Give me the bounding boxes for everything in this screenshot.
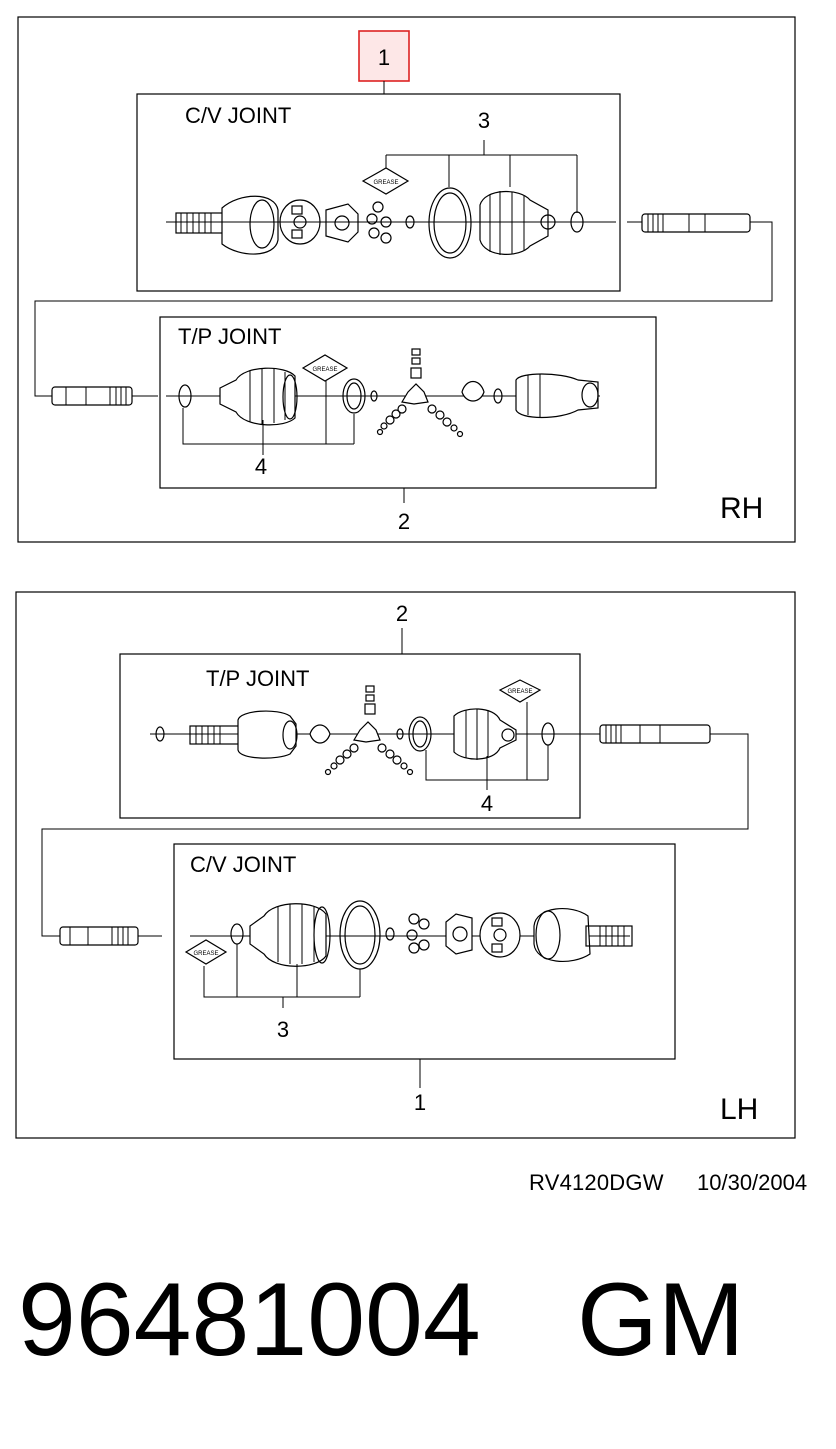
rh-shaft-left-end <box>51 386 158 406</box>
brand-name: GM <box>577 1262 745 1378</box>
lh-cv-joint-box <box>173 843 676 1060</box>
rh-callout-1-label: 1 <box>378 45 390 70</box>
rh-tp-grease-label: GREASE <box>312 367 337 373</box>
drawing-date: 10/30/2004 <box>697 1170 808 1195</box>
lh-tp-grease-label: GREASE <box>507 689 532 695</box>
rh-shaft <box>34 213 773 397</box>
lh-shaft <box>41 724 749 946</box>
lh-callout-1[interactable]: 1 <box>414 1090 426 1115</box>
lh-callout-3[interactable]: 3 <box>277 1017 289 1042</box>
rh-callout-2[interactable]: 2 <box>398 509 410 534</box>
rh-callout-3[interactable]: 3 <box>478 108 490 133</box>
lh-cv-joint-parts: GREASE <box>184 900 633 970</box>
lh-panel-frame <box>15 591 796 1139</box>
drawing-code: RV4120DGW <box>529 1170 664 1195</box>
rh-tp-joint-parts: GREASE <box>166 348 600 438</box>
exploded-parts-diagram: 1 C/V JOINT 3 <box>15 16 796 1139</box>
rh-tp-joint-title: T/P JOINT <box>178 324 282 349</box>
rh-panel: 1 C/V JOINT 3 <box>17 16 796 543</box>
rh-cv-grease-label: GREASE <box>373 180 398 186</box>
rh-callout-4[interactable]: 4 <box>255 454 267 479</box>
lh-tp-joint-parts: GREASE <box>150 679 580 776</box>
lh-tp-joint-title: T/P JOINT <box>206 666 310 691</box>
rh-tp-joint-box <box>159 316 657 489</box>
rh-side-label: RH <box>720 492 763 525</box>
rh-cv-joint-parts: GREASE <box>175 167 584 259</box>
rh-cv-joint-title: C/V JOINT <box>185 103 291 128</box>
lh-cv-joint-title: C/V JOINT <box>190 852 296 877</box>
lh-side-label: LH <box>720 1093 758 1126</box>
rh-cv-joint-box <box>136 93 621 292</box>
lh-panel: 2 T/P JOINT <box>15 591 796 1139</box>
rh-panel-frame <box>17 16 796 543</box>
part-number: 96481004 <box>18 1262 481 1378</box>
lh-cv-grease-label: GREASE <box>193 951 218 957</box>
lh-callout-4[interactable]: 4 <box>481 791 493 816</box>
rh-callout-1[interactable]: 1 <box>358 30 410 82</box>
lh-tp-joint-box <box>119 653 581 819</box>
lh-callout-2[interactable]: 2 <box>396 601 408 626</box>
